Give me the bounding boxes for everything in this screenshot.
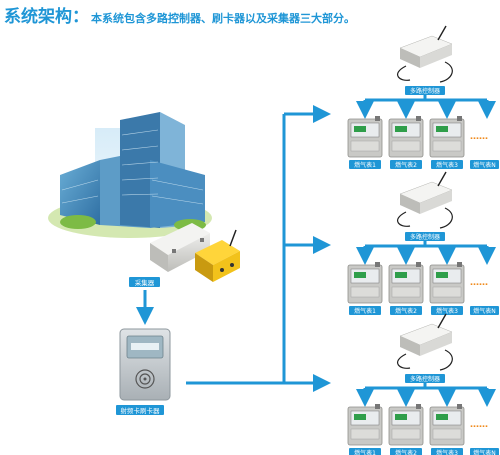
gas-meter: 燃气表2: [388, 262, 424, 315]
page-description: 本系统包含多路控制器、刷卡器以及采集器三大部分。: [91, 12, 355, 25]
svg-text:燃气表1: 燃气表1: [354, 307, 376, 315]
gas-meter: 燃气表3: [429, 262, 465, 315]
gas-meter-label: 燃气表1: [349, 160, 381, 169]
gas-meter: 燃气表1: [347, 262, 383, 315]
page-title: 系统架构：: [4, 7, 89, 27]
svg-text:多路控制器: 多路控制器: [410, 233, 440, 241]
svg-text:燃气表N: 燃气表N: [473, 449, 496, 455]
gas-meter-label: 燃气表1: [349, 306, 381, 315]
distribution-lines: [186, 105, 331, 392]
gas-meter: 燃气表1: [347, 116, 383, 169]
gas-meter-label: 燃气表2: [390, 448, 422, 455]
gas-meter-label: 燃气表2: [390, 160, 422, 169]
svg-text:燃气表N: 燃气表N: [473, 161, 496, 169]
gas-meter-label: 燃气表3: [431, 448, 463, 455]
gas-meter-label: 燃气表3: [431, 306, 463, 315]
header: 系统架构：本系统包含多路控制器、刷卡器以及采集器三大部分。: [4, 2, 355, 27]
gas-meter-n-label: 燃气表N: [470, 306, 499, 315]
ellipsis-text: ……: [470, 420, 488, 430]
svg-text:燃气表3: 燃气表3: [436, 161, 458, 169]
svg-text:燃气表3: 燃气表3: [436, 307, 458, 315]
gas-meter-label: 燃气表1: [349, 448, 381, 455]
gas-meter: 燃气表1: [347, 404, 383, 455]
controller-label: 多路控制器: [405, 232, 445, 241]
gas-meter-label: 燃气表3: [431, 160, 463, 169]
svg-text:射频卡刷卡器: 射频卡刷卡器: [121, 406, 161, 415]
multi-controller-device: [397, 25, 453, 83]
multi-controller-device: [397, 171, 453, 229]
branch-lines: [356, 383, 496, 407]
gas-meter: 燃气表2: [388, 404, 424, 455]
card-reader-device: [119, 328, 171, 401]
collector-device: [150, 223, 240, 282]
svg-text:燃气表2: 燃气表2: [395, 161, 417, 169]
controller-label: 多路控制器: [405, 374, 445, 383]
gas-meter: 燃气表3: [429, 404, 465, 455]
ellipsis-text: ……: [470, 278, 488, 288]
svg-text:燃气表3: 燃气表3: [436, 449, 458, 455]
svg-text:多路控制器: 多路控制器: [410, 87, 440, 95]
collector-label: 采集器: [129, 277, 160, 287]
gas-meter-label: 燃气表2: [390, 306, 422, 315]
svg-text:燃气表2: 燃气表2: [395, 307, 417, 315]
card-reader-label: 射频卡刷卡器: [116, 405, 164, 415]
gas-meter: 燃气表2: [388, 116, 424, 169]
branch-lines: [356, 241, 496, 265]
controller-label: 多路控制器: [405, 86, 445, 95]
svg-text:多路控制器: 多路控制器: [410, 375, 440, 383]
gas-meter: 燃气表3: [429, 116, 465, 169]
gas-meter-n-label: 燃气表N: [470, 448, 499, 455]
svg-text:燃气表N: 燃气表N: [473, 307, 496, 315]
svg-text:燃气表1: 燃气表1: [354, 161, 376, 169]
gas-meter-n-label: 燃气表N: [470, 160, 499, 169]
multi-controller-device: [397, 313, 453, 371]
svg-text:燃气表2: 燃气表2: [395, 449, 417, 455]
branch-lines: [356, 95, 496, 119]
svg-text:燃气表1: 燃气表1: [354, 449, 376, 455]
ellipsis-text: ……: [470, 132, 488, 142]
svg-text:采集器: 采集器: [135, 278, 155, 287]
buildings-illustration: [48, 112, 212, 238]
